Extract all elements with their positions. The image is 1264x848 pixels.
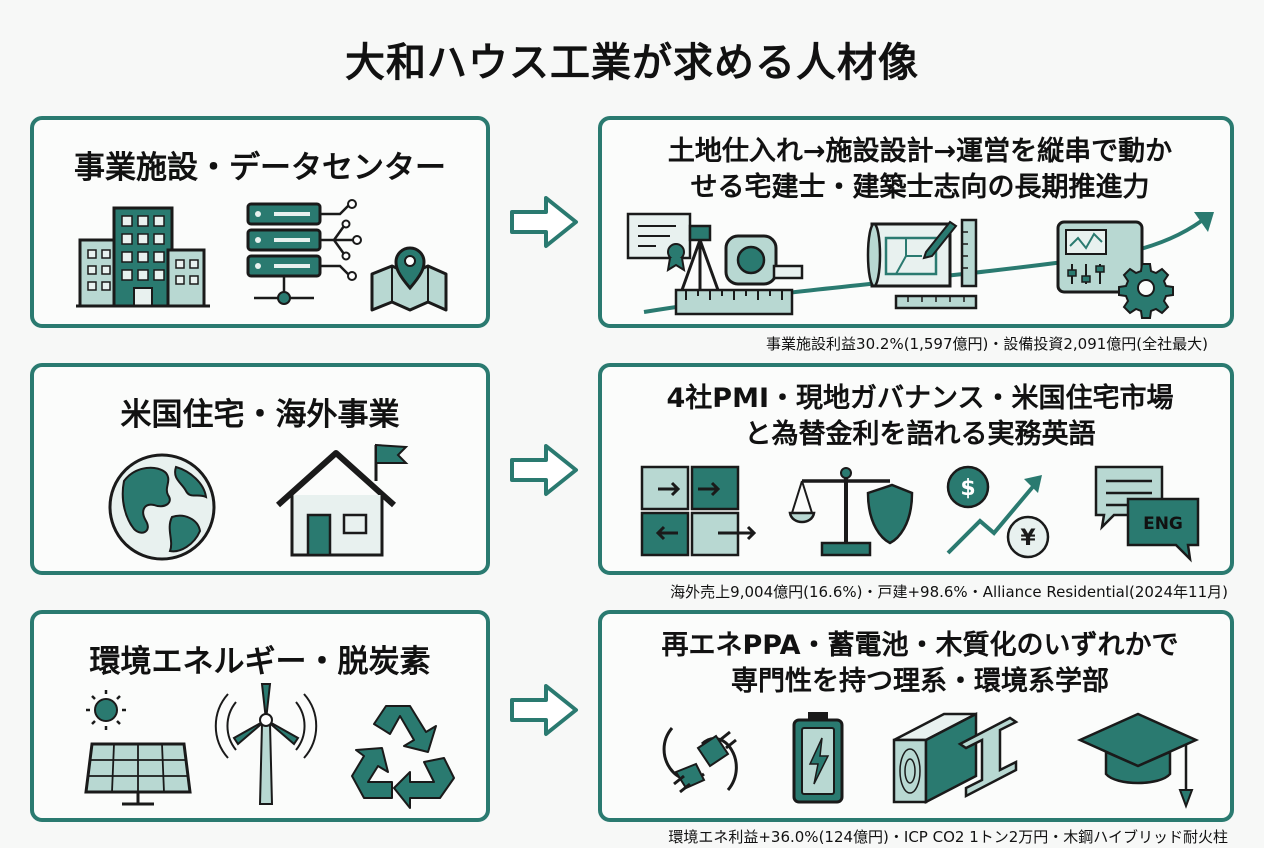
blueprint-icon bbox=[866, 218, 978, 310]
certificate-icon bbox=[626, 212, 692, 273]
target-box-overseas: 4社PMI・現地ガバナンス・米国住宅市場 と為替金利を語れる実務英語 $ ¥ bbox=[598, 363, 1234, 575]
wind-turbine-icon bbox=[214, 683, 318, 805]
map-pin-icon bbox=[370, 246, 448, 312]
puzzle-merge-icon bbox=[640, 465, 757, 557]
house-flag-icon bbox=[275, 443, 409, 557]
category-title: 事業施設・データセンター bbox=[74, 150, 446, 186]
arrow-right-icon bbox=[510, 684, 578, 736]
timber-steel-icon bbox=[892, 711, 1019, 805]
target-title: 土地仕入れ→施設設計→運営を縦串で動か せる宅建士・建築士志向の長期推進力 bbox=[667, 136, 1173, 203]
surveying-tripod-icon bbox=[674, 224, 794, 316]
tape-measure-icon bbox=[724, 234, 804, 286]
graduation-cap-icon bbox=[1076, 712, 1200, 809]
solar-panel-icon bbox=[84, 690, 192, 806]
target-box-environment: 再エネPPA・蓄電池・木質化のいずれかで 専門性を持つ理系・環境系学部 bbox=[598, 610, 1234, 822]
server-rack-icon bbox=[246, 199, 362, 305]
category-box-overseas: 米国住宅・海外事業 bbox=[30, 363, 490, 575]
control-panel-icon bbox=[1056, 220, 1144, 294]
category-box-facilities: 事業施設・データセンター bbox=[30, 116, 490, 328]
scales-shield-icon bbox=[788, 467, 914, 557]
target-title: 4社PMI・現地ガバナンス・米国住宅市場 と為替金利を語れる実務英語 bbox=[666, 383, 1174, 450]
svg-text:$: $ bbox=[960, 476, 975, 501]
target-title: 再エネPPA・蓄電池・木質化のいずれかで 専門性を持つ理系・環境系学部 bbox=[661, 630, 1179, 697]
stats-note: 海外売上9,004億円(16.6%)・戸建+98.6%・Alliance Res… bbox=[670, 583, 1228, 601]
category-box-environment: 環境エネルギー・脱炭素 bbox=[30, 610, 490, 822]
page-title: 大和ハウス工業が求める人材像 bbox=[345, 40, 919, 86]
target-box-facilities: 土地仕入れ→施設設計→運営を縦串で動か せる宅建士・建築士志向の長期推進力 bbox=[598, 116, 1234, 328]
eng-label: ENG bbox=[1143, 514, 1183, 534]
arrow-right-icon bbox=[510, 196, 578, 248]
gear-icon bbox=[1118, 263, 1174, 319]
globe-icon bbox=[108, 453, 216, 561]
plug-icon bbox=[662, 727, 738, 794]
currency-chart-icon: $ ¥ bbox=[946, 465, 1050, 559]
category-title: 米国住宅・海外事業 bbox=[120, 397, 400, 433]
arrow-right-icon bbox=[510, 444, 578, 496]
office-building-icon bbox=[76, 206, 210, 308]
recycle-icon bbox=[351, 705, 455, 809]
stats-note: 事業施設利益30.2%(1,597億円)・設備投資2,091億円(全社最大) bbox=[766, 335, 1208, 353]
battery-icon bbox=[792, 712, 844, 804]
stats-note: 環境エネ利益+36.0%(124億円)・ICP CO2 1トン2万円・木鋼ハイブ… bbox=[668, 828, 1228, 846]
svg-text:¥: ¥ bbox=[1020, 526, 1036, 551]
speech-bubble-eng-icon: ENG bbox=[1094, 465, 1200, 563]
category-title: 環境エネルギー・脱炭素 bbox=[89, 644, 431, 680]
